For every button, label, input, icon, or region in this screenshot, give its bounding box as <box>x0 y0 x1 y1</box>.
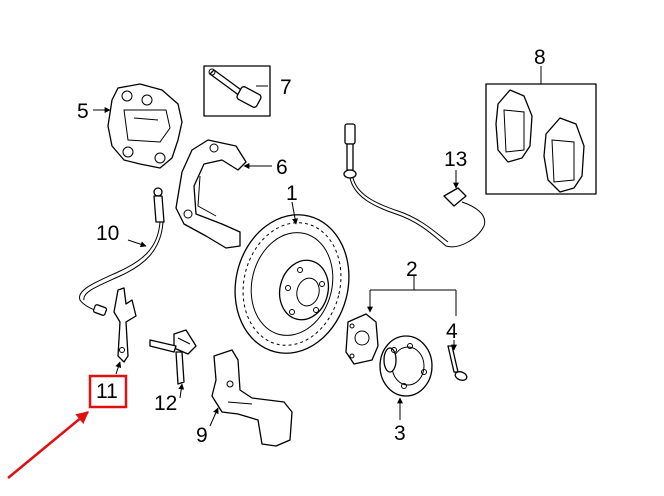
hose-bracket <box>113 287 137 363</box>
callout-3: 3 <box>394 422 406 445</box>
callout-9: 9 <box>196 424 208 447</box>
callout-labels: 1 2 3 4 5 6 7 8 9 10 11 12 13 <box>77 46 546 447</box>
brake-caliper <box>107 83 183 169</box>
splash-shield <box>211 349 293 447</box>
brake-pads <box>485 83 597 195</box>
callout-7: 7 <box>280 76 292 99</box>
callout-6: 6 <box>276 156 288 179</box>
hub-bolt <box>447 345 468 381</box>
wheel-hub <box>345 313 433 397</box>
leader-lines <box>93 66 542 427</box>
callout-1: 1 <box>286 182 298 205</box>
callout-10: 10 <box>96 222 119 245</box>
callout-5: 5 <box>77 100 89 123</box>
guide-pin-kit <box>203 65 271 117</box>
highlight-box <box>88 374 128 409</box>
wear-sensor <box>343 123 486 248</box>
caliper-bracket <box>175 139 247 249</box>
callout-4: 4 <box>446 320 458 343</box>
highlight-marker <box>7 374 128 479</box>
highlight-arrow <box>7 411 89 479</box>
callout-12: 12 <box>154 392 177 415</box>
brake-hose <box>79 187 165 316</box>
callout-2: 2 <box>406 258 418 281</box>
callout-11: 11 <box>96 380 118 403</box>
callout-8: 8 <box>534 46 546 69</box>
abs-sensor <box>149 329 197 385</box>
brake-rotor <box>234 214 350 354</box>
callout-13: 13 <box>444 148 467 171</box>
